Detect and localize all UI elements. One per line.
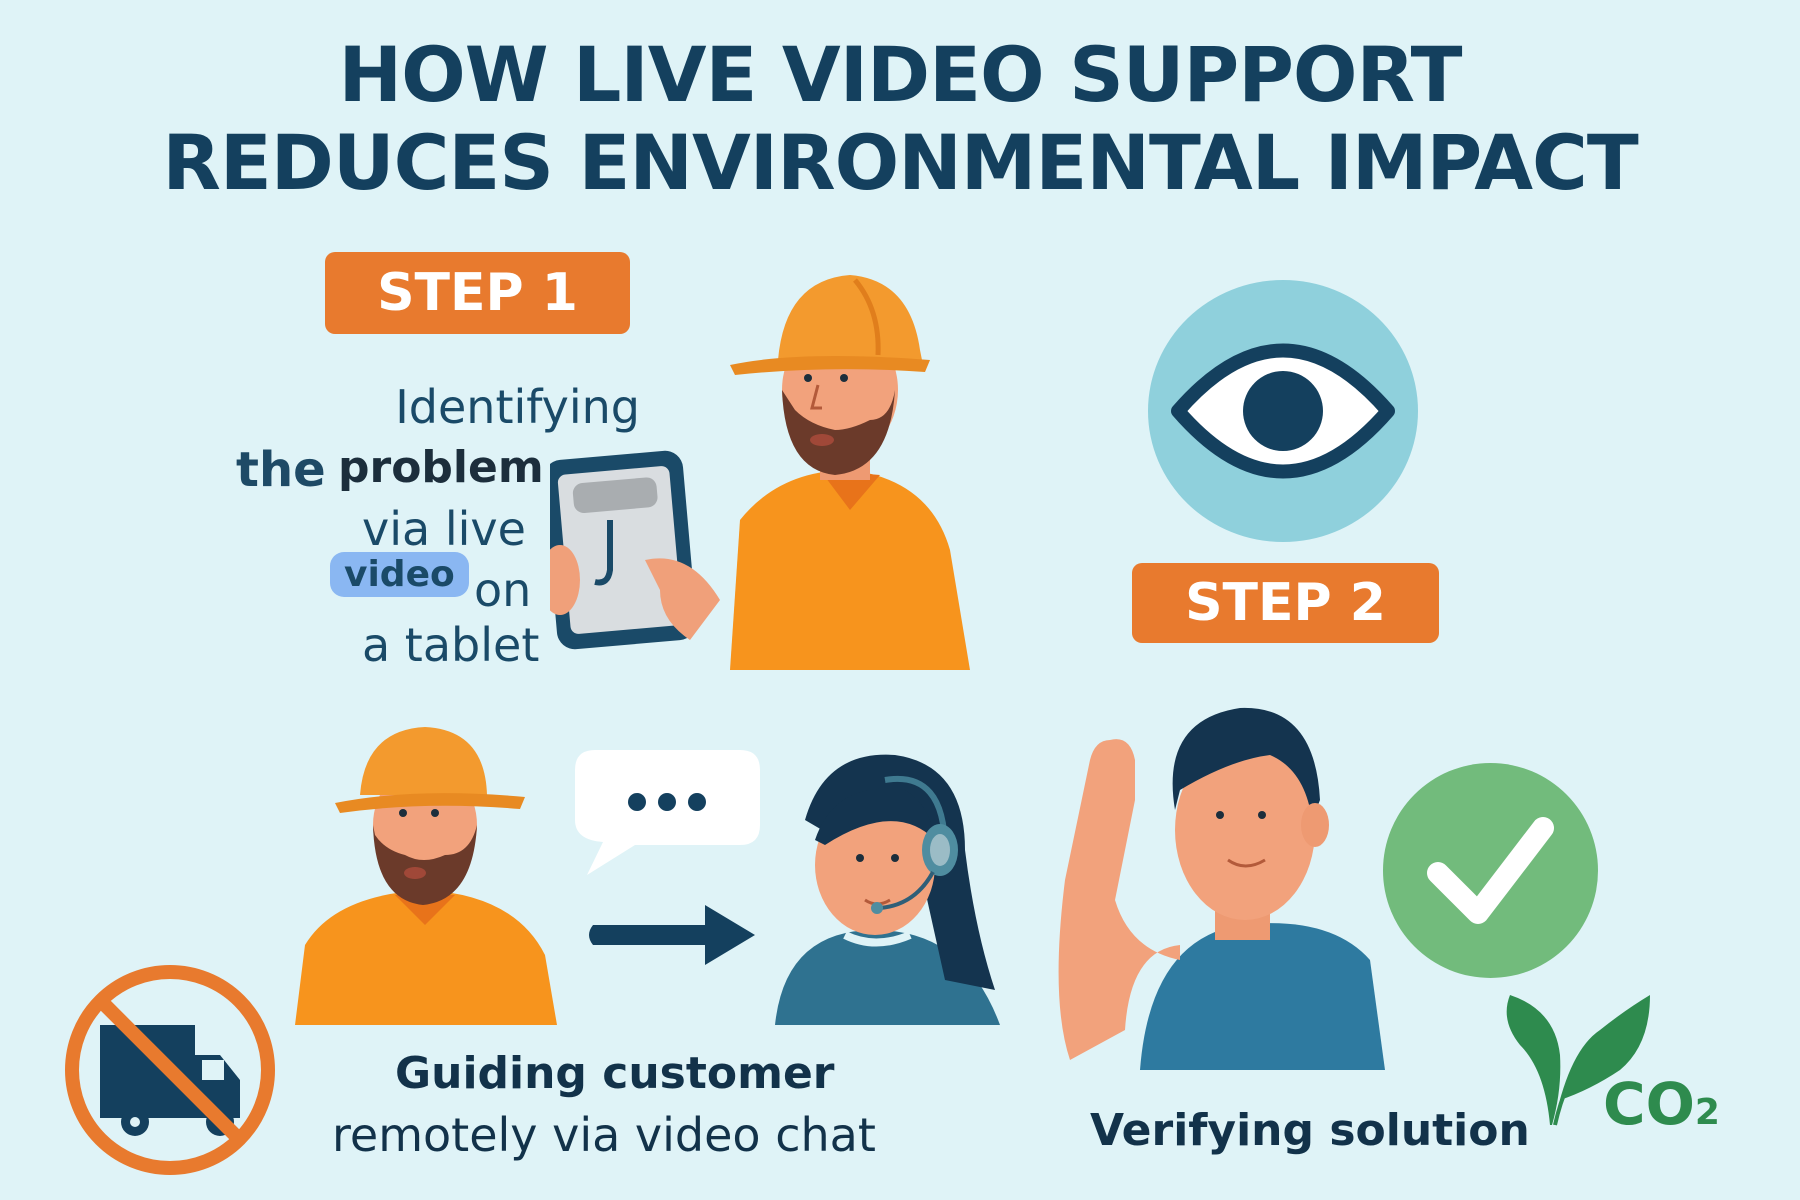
- step1-line-the: the: [236, 442, 326, 498]
- speech-bubble-icon: [575, 750, 760, 875]
- title-line-2: REDUCES ENVIRONMENTAL IMPACT: [162, 118, 1638, 207]
- co2-text: CO: [1603, 1070, 1695, 1138]
- step1-line-via-live: via live: [362, 502, 526, 556]
- checkmark-circle-icon: [1383, 763, 1598, 978]
- co2-subscript: 2: [1694, 1092, 1720, 1133]
- co2-label: CO2: [1603, 1070, 1720, 1138]
- step1-line-on: on: [474, 563, 532, 617]
- guiding-caption-line-2: remotely via video chat: [332, 1108, 876, 1162]
- support-agent-illustration: [775, 754, 1000, 1025]
- step-1-description: Identifying the problem via live video o…: [200, 380, 650, 680]
- video-highlight: video: [330, 552, 469, 597]
- no-truck-icon: [65, 965, 275, 1175]
- step1-line-tablet: a tablet: [362, 618, 540, 672]
- worker-with-tablet-illustration: [550, 275, 970, 670]
- guiding-caption-line-1: Guiding customer: [395, 1048, 835, 1099]
- worker-illustration: [295, 727, 557, 1025]
- step-2-badge: STEP 2: [1132, 563, 1439, 643]
- title-line-1: HOW LIVE VIDEO SUPPORT: [338, 30, 1463, 119]
- step-1-badge: STEP 1: [325, 252, 630, 334]
- verifying-caption: Verifying solution: [1090, 1105, 1530, 1156]
- step1-line-identifying: Identifying: [395, 380, 640, 434]
- arrow-right-icon: [589, 905, 755, 965]
- happy-customer-illustration: [1058, 707, 1385, 1070]
- step1-line-problem: problem: [338, 442, 544, 493]
- leaf-co2-icon: [1506, 995, 1650, 1126]
- eye-icon: [1148, 280, 1418, 542]
